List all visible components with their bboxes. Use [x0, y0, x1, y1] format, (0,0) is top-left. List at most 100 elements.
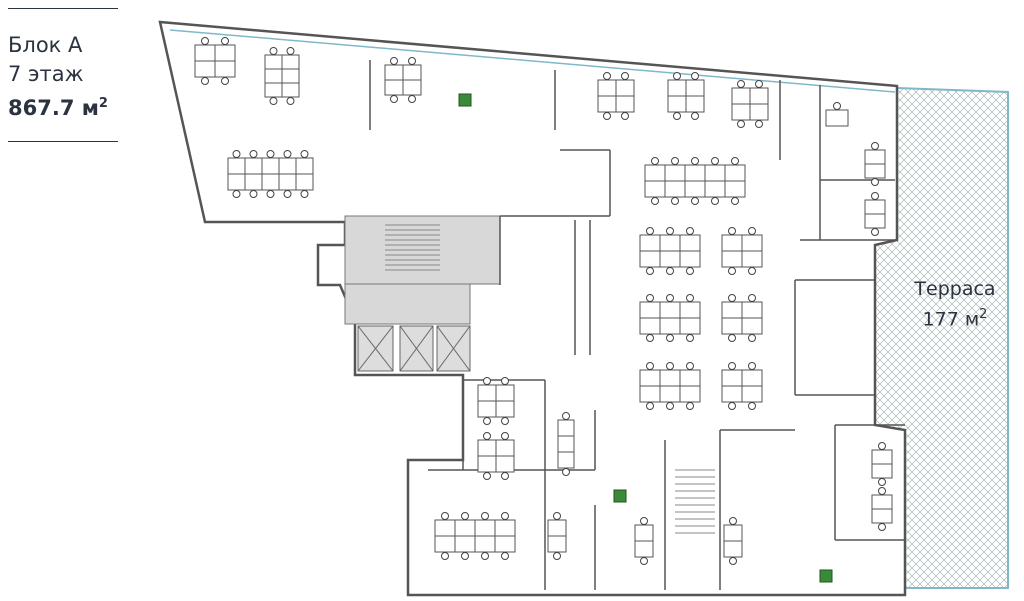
- chair: [686, 402, 694, 410]
- desk: [685, 79, 705, 97]
- chair: [673, 72, 681, 80]
- desk: [264, 82, 283, 98]
- desk: [667, 95, 687, 113]
- desk: [597, 79, 617, 97]
- desk: [723, 540, 743, 558]
- chair: [390, 95, 398, 103]
- desk: [639, 234, 661, 252]
- desk-cluster: [825, 102, 849, 127]
- desk: [871, 494, 893, 510]
- desk: [244, 173, 263, 191]
- desk-cluster: [264, 47, 300, 105]
- chair: [871, 142, 879, 150]
- desk: [741, 385, 763, 403]
- chair: [390, 57, 398, 65]
- desk-cluster: [634, 517, 654, 565]
- chair: [748, 362, 756, 370]
- chair: [728, 334, 736, 342]
- chair: [729, 557, 737, 565]
- desk: [644, 164, 666, 182]
- chair: [646, 227, 654, 235]
- chair: [833, 102, 841, 110]
- desk: [281, 54, 300, 70]
- desk: [634, 524, 654, 542]
- chair: [686, 227, 694, 235]
- chair: [646, 362, 654, 370]
- chair: [201, 77, 209, 85]
- desk-cluster: [723, 517, 743, 565]
- desk: [615, 95, 635, 113]
- chair: [878, 442, 886, 450]
- desk: [679, 369, 701, 387]
- desk: [721, 234, 743, 252]
- chair: [283, 190, 292, 198]
- chair: [501, 552, 509, 560]
- chair: [686, 267, 694, 275]
- desk: [684, 180, 706, 198]
- desk-cluster: [871, 487, 893, 531]
- desk: [495, 384, 515, 402]
- desk-cluster: [639, 294, 701, 342]
- desk: [264, 54, 283, 70]
- desk: [494, 519, 516, 537]
- desk: [477, 439, 497, 457]
- chair: [483, 417, 491, 425]
- chair: [266, 150, 275, 158]
- desk-cluster: [667, 72, 705, 120]
- desk: [639, 317, 661, 335]
- desk-cluster: [721, 227, 763, 275]
- chair: [748, 294, 756, 302]
- desk: [214, 44, 236, 62]
- chair: [871, 178, 879, 186]
- desk: [434, 519, 456, 537]
- desk-cluster: [871, 442, 893, 486]
- chair: [269, 47, 278, 55]
- floor-label: 7 этаж: [8, 62, 84, 86]
- desk: [477, 455, 497, 473]
- desk: [723, 524, 743, 542]
- chair: [232, 190, 241, 198]
- desk: [547, 535, 567, 553]
- plant-icon: [458, 93, 472, 107]
- desk: [741, 234, 763, 252]
- chair: [748, 402, 756, 410]
- chair: [621, 112, 629, 120]
- chair: [711, 157, 719, 165]
- chair: [501, 512, 509, 520]
- chair: [221, 77, 229, 85]
- desk: [402, 64, 422, 81]
- chair: [651, 157, 659, 165]
- desk: [721, 385, 743, 403]
- desk: [731, 103, 751, 121]
- desk: [749, 103, 769, 121]
- chair: [878, 478, 886, 486]
- chair: [878, 487, 886, 495]
- chair: [691, 112, 699, 120]
- chair: [666, 402, 674, 410]
- building-outline: [158, 20, 907, 597]
- desk: [667, 79, 687, 97]
- desk: [721, 250, 743, 268]
- desk-cluster: [644, 157, 746, 205]
- chair: [553, 552, 561, 560]
- plants: [458, 93, 833, 583]
- desk: [384, 79, 404, 96]
- chair: [673, 112, 681, 120]
- chair: [748, 334, 756, 342]
- desk: [557, 435, 575, 453]
- desk: [679, 317, 701, 335]
- desk: [477, 384, 497, 402]
- chair: [483, 432, 491, 440]
- chair: [646, 402, 654, 410]
- chair: [501, 472, 509, 480]
- chair: [728, 294, 736, 302]
- desk-cluster: [864, 142, 886, 186]
- desk: [679, 234, 701, 252]
- desk: [261, 173, 280, 191]
- chair: [501, 417, 509, 425]
- chair: [286, 47, 295, 55]
- desk-cluster: [721, 294, 763, 342]
- chair: [731, 197, 739, 205]
- desk: [434, 535, 456, 553]
- chair: [691, 72, 699, 80]
